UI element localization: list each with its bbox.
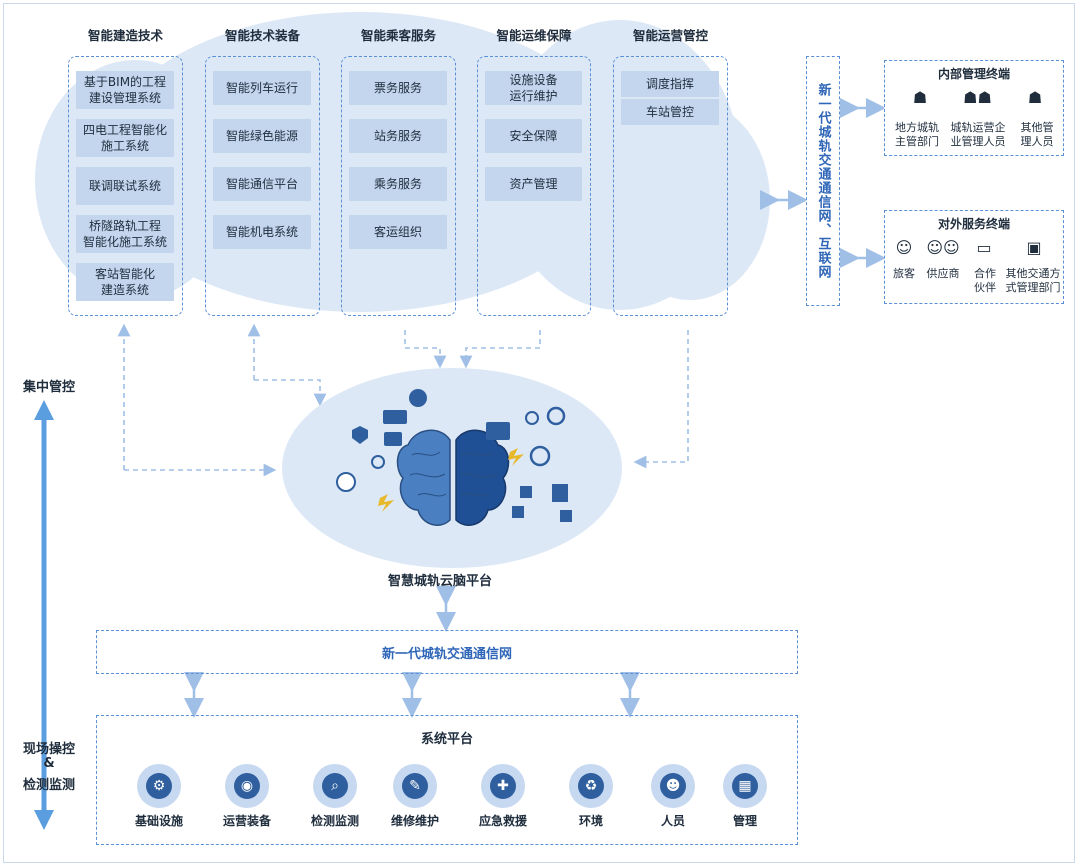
brain-ellipse <box>282 368 622 568</box>
column-box: 基于BIM的工程 建设管理系统四电工程智能化 施工系统联调联试系统桥隧路轨工程 … <box>68 56 183 316</box>
terminal-icon: ▣ <box>1026 238 1042 257</box>
gear-icon: ⚙ <box>137 764 181 808</box>
brain-icon <box>396 429 510 526</box>
wrench-icon: ✎ <box>393 764 437 808</box>
external-terminal-title: 对外服务终端 <box>937 217 1010 231</box>
external-terminal-box: 对外服务终端 ☺ ☺☺ ▭ ▣ 旅客 供应商 合作 伙伴 其他交通方 式管理部门 <box>884 210 1064 304</box>
column-item: 站务服务 <box>349 119 447 153</box>
wrench-icon-glyph: ✎ <box>402 773 428 799</box>
internal-item: 地方城轨 主管部门 <box>895 121 939 148</box>
external-item: 供应商 <box>926 267 960 280</box>
column-title: 智能技术装备 <box>224 28 300 43</box>
system-platform-box: 系统平台 ⚙ 基础设施 ◉ 运营装备 ⌕ 检测监测 ✎ 维修维护 ✚ 应急救援 ♻ 环境 ☻ 人员 ▦ 管理 <box>96 715 798 845</box>
column-title: 智能运营管控 <box>632 28 708 43</box>
external-item: 旅客 <box>893 267 915 280</box>
system-item-label: 基础设施 <box>134 814 183 828</box>
internal-terminal-box: 内部管理终端 ☗ ☗☗ ☗ 地方城轨 主管部门 城轨运营企 业管理人员 其他管 … <box>884 60 1064 156</box>
column-title: 智能乘客服务 <box>360 28 436 43</box>
column-box: 调度指挥车站管控 <box>613 56 728 316</box>
terminal-icon: ☺ <box>895 238 913 257</box>
brain-satellite-icons <box>336 389 572 522</box>
system-item-label: 应急救援 <box>478 814 527 828</box>
column-item: 智能列车运行 <box>213 71 311 105</box>
terminal-icon: ▭ <box>976 238 992 257</box>
column-item: 客运组织 <box>349 215 447 249</box>
gear-icon-glyph: ⚙ <box>146 773 172 799</box>
internal-item: 其他管 理人员 <box>1020 121 1054 148</box>
network-bar: 新一代城轨交通通信网 <box>96 630 798 674</box>
column-box: 票务服务站务服务乘务服务客运组织 <box>341 56 456 316</box>
column-box: 智能列车运行智能绿色能源智能通信平台智能机电系统 <box>205 56 320 316</box>
column-item: 联调联试系统 <box>76 167 174 205</box>
internal-terminal-title: 内部管理终端 <box>937 67 1010 81</box>
column-item: 基于BIM的工程 建设管理系统 <box>76 71 174 109</box>
column-item: 安全保障 <box>485 119 582 153</box>
grid-icon: ▦ <box>723 764 767 808</box>
column-item: 桥隧路轨工程 智能化施工系统 <box>76 215 174 253</box>
column-item: 智能绿色能源 <box>213 119 311 153</box>
column-item: 调度指挥 <box>621 71 719 97</box>
diagram-frame <box>3 3 1075 863</box>
first-aid-icon: ✚ <box>481 764 525 808</box>
column-item: 票务服务 <box>349 71 447 105</box>
terminal-icon: ☗☗ <box>963 88 992 107</box>
terminal-icon: ☗ <box>912 88 928 107</box>
people-icon: ☻ <box>651 764 695 808</box>
column-item: 智能通信平台 <box>213 167 311 201</box>
system-item-label: 环境 <box>578 814 603 828</box>
grid-icon-glyph: ▦ <box>732 773 758 799</box>
magnifier-icon-glyph: ⌕ <box>322 773 348 799</box>
column-item: 客站智能化 建造系统 <box>76 263 174 301</box>
recycle-icon-glyph: ♻ <box>578 773 604 799</box>
cloud-shape <box>610 100 770 300</box>
column-box: 设施设备 运行维护安全保障资产管理 <box>477 56 591 316</box>
side-label-field-3: 检测监测 <box>22 778 75 793</box>
system-item-label: 检测监测 <box>310 814 359 828</box>
column-item: 资产管理 <box>485 167 582 201</box>
camera-icon-glyph: ◉ <box>234 773 260 799</box>
system-item-label: 管理 <box>732 814 757 828</box>
column-item: 乘务服务 <box>349 167 447 201</box>
system-platform-title: 系统平台 <box>420 732 473 747</box>
brain-platform-label: 智慧城轨云脑平台 <box>387 574 492 589</box>
internal-item: 城轨运营企 业管理人员 <box>950 121 1006 148</box>
terminal-icon: ☺☺ <box>926 238 960 257</box>
column-title: 智能运维保障 <box>496 28 572 43</box>
camera-icon: ◉ <box>225 764 269 808</box>
magnifier-icon: ⌕ <box>313 764 357 808</box>
people-icon-glyph: ☻ <box>660 773 686 799</box>
external-item: 合作 伙伴 <box>974 267 996 294</box>
system-item-label: 人员 <box>660 814 685 828</box>
terminal-icon: ☗ <box>1027 88 1043 107</box>
network-vertical-label: 新一代城轨交通通信网、互联网 <box>806 56 840 306</box>
side-label-central: 集中管控 <box>22 380 75 395</box>
system-item-label: 维修维护 <box>390 814 439 828</box>
column-item: 智能机电系统 <box>213 215 311 249</box>
recycle-icon: ♻ <box>569 764 613 808</box>
side-label-field-1: 现场操控 <box>22 742 75 757</box>
external-item: 其他交通方 式管理部门 <box>1005 267 1061 294</box>
side-label-field-2: & <box>43 756 55 771</box>
column-item: 车站管控 <box>621 99 719 125</box>
system-item-label: 运营装备 <box>222 814 271 828</box>
column-item: 四电工程智能化 施工系统 <box>76 119 174 157</box>
first-aid-icon-glyph: ✚ <box>490 773 516 799</box>
column-title: 智能建造技术 <box>87 28 163 43</box>
column-item: 设施设备 运行维护 <box>485 71 582 105</box>
